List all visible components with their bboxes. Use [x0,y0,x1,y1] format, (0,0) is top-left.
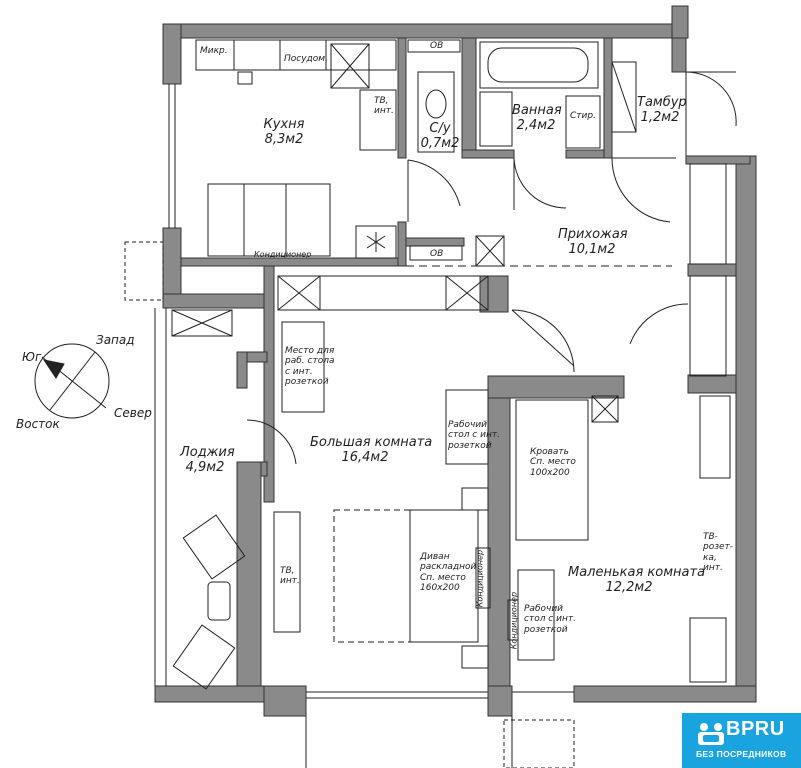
compass-east-label: Восток [16,417,60,431]
badge-title: BPRU [726,718,785,740]
people-logo-icon [698,723,724,745]
tv-big-label: ТВ,инт. [280,566,300,587]
compass-west-label: Запад [96,333,135,347]
compass-south-label: Юг [22,350,42,364]
conditioner-big-label: Кондиционер [475,549,485,608]
badge-subtitle: БЕЗ ПОСРЕДНИКОВ [696,749,787,759]
snowflake-icon [366,232,386,252]
compass [34,343,110,419]
conditioner-kitchen-label: Кондиционер [254,250,312,259]
plan-lines [124,39,737,768]
conditioner-small-label: Кондиционер [509,591,519,650]
ov-bottom-label: ОВ [430,249,444,259]
walls [154,5,757,717]
bpru-badge[interactable]: BPRU БЕЗ ПОСРЕДНИКОВ [682,713,801,768]
tv-kitchen-label: ТВ,инт. [374,96,394,117]
micro-label: Микр. [200,46,228,56]
ov-top-label: ОВ [430,41,444,51]
stir-label: Стир. [570,111,596,121]
compass-north-label: Север [114,406,152,420]
tv-small-label: ТВ-розет-ка,инт. [703,532,734,574]
dishwasher-label: Посудом. [284,54,328,64]
